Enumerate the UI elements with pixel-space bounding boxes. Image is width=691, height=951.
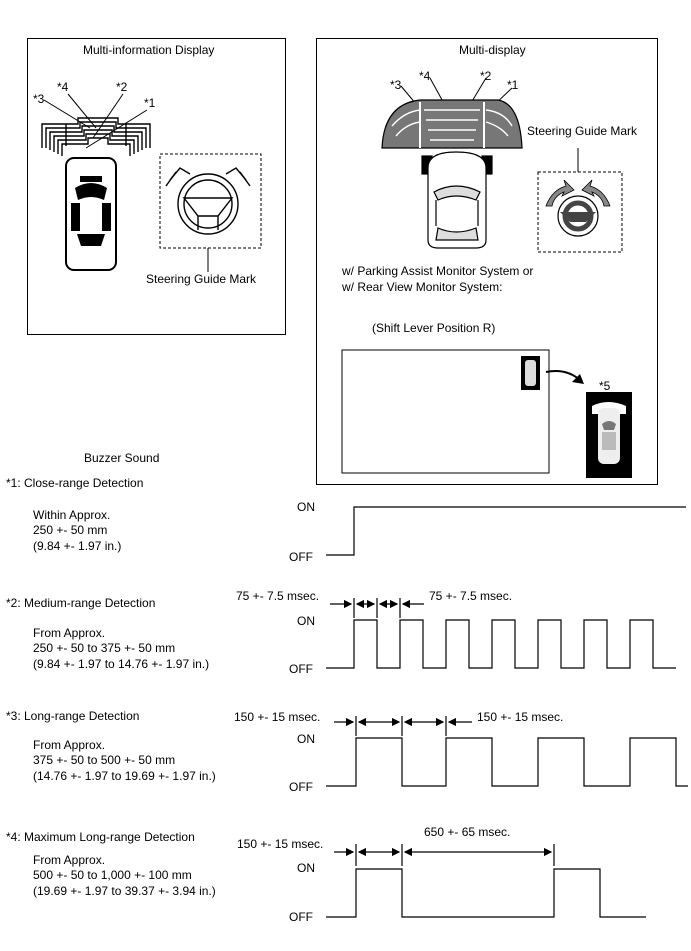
medium-range-off-label: OFF	[289, 662, 313, 676]
monitor-screen	[341, 349, 550, 474]
long-range-title: *3: Long-range Detection	[6, 709, 140, 723]
monitor-system-line1: w/ Parking Assist Monitor System or	[342, 264, 534, 278]
max-long-range-timing-1: 150 +- 15 msec.	[237, 837, 324, 851]
long-range-off-label: OFF	[289, 780, 313, 794]
close-range-on-label: ON	[297, 500, 315, 514]
max-long-range-desc-3: (19.69 +- 1.97 to 39.37 +- 3.94 in.)	[33, 884, 216, 898]
left-sensor-arcs	[41, 117, 151, 156]
marker-5: *5	[599, 379, 611, 393]
close-range-desc-3: (9.84 +- 1.97 in.)	[33, 539, 122, 553]
long-range-timing-2: 150 +- 15 msec.	[477, 710, 564, 724]
left-marker-1: *1	[144, 96, 156, 110]
long-range-desc-3: (14.76 +- 1.97 to 19.69 +- 1.97 in.)	[33, 769, 216, 783]
left-steering-mark	[165, 167, 251, 235]
close-range-waveform	[326, 506, 686, 556]
medium-range-desc-1: From Approx.	[33, 626, 106, 640]
left-car-icon	[65, 157, 117, 271]
right-marker-1: *1	[507, 78, 519, 92]
medium-range-waveform	[326, 619, 676, 669]
multi-information-display-panel	[27, 38, 286, 335]
right-marker-4: *4	[419, 69, 431, 83]
right-panel-title: Multi-display	[459, 43, 526, 57]
long-range-desc-1: From Approx.	[33, 738, 106, 752]
right-car-icon	[421, 151, 493, 249]
medium-range-timing-2: 75 +- 7.5 msec.	[429, 589, 513, 603]
long-range-timing-1: 150 +- 15 msec.	[234, 710, 321, 724]
left-marker-2: *2	[116, 80, 128, 94]
max-long-range-timing-2: 650 +- 65 msec.	[424, 825, 511, 839]
max-long-range-off-label: OFF	[289, 910, 313, 924]
left-panel-title: Multi-information Display	[83, 43, 215, 57]
max-long-range-on-label: ON	[297, 861, 315, 875]
monitor-system-line2: w/ Rear View Monitor System:	[342, 280, 503, 294]
left-marker-4: *4	[57, 80, 69, 94]
medium-range-desc-3: (9.84 +- 1.97 to 14.76 +- 1.97 in.)	[33, 657, 210, 671]
multi-display-panel	[316, 38, 658, 485]
right-marker-3: *3	[390, 78, 402, 92]
close-range-desc-2: 250 +- 50 mm	[33, 523, 108, 537]
max-long-range-title: *4: Maximum Long-range Detection	[6, 830, 195, 844]
medium-range-on-label: ON	[297, 614, 315, 628]
close-range-title: *1: Close-range Detection	[6, 476, 144, 490]
max-long-range-desc-2: 500 +- 50 to 1,000 +- 100 mm	[33, 868, 192, 882]
close-range-off-label: OFF	[289, 550, 313, 564]
long-range-desc-2: 375 +- 50 to 500 +- 50 mm	[33, 753, 176, 767]
left-steering-guide-label: Steering Guide Mark	[146, 272, 257, 286]
long-range-waveform	[326, 737, 688, 787]
right-steering-guide-label: Steering Guide Mark	[527, 124, 638, 138]
buzzer-sound-heading: Buzzer Sound	[84, 451, 160, 465]
close-range-desc-1: Within Approx.	[33, 508, 111, 522]
long-range-on-label: ON	[297, 732, 315, 746]
medium-range-title: *2: Medium-range Detection	[6, 596, 156, 610]
right-marker-2: *2	[480, 69, 492, 83]
medium-range-desc-2: 250 +- 50 to 375 +- 50 mm	[33, 641, 176, 655]
right-steering-mark	[545, 179, 611, 237]
shift-lever-note: (Shift Lever Position R)	[372, 321, 496, 335]
medium-range-timing-1: 75 +- 7.5 msec.	[236, 589, 320, 603]
max-long-range-waveform	[326, 868, 646, 918]
right-sensor-arcs	[381, 99, 523, 149]
max-long-range-desc-1: From Approx.	[33, 853, 106, 867]
left-marker-3: *3	[33, 92, 45, 106]
